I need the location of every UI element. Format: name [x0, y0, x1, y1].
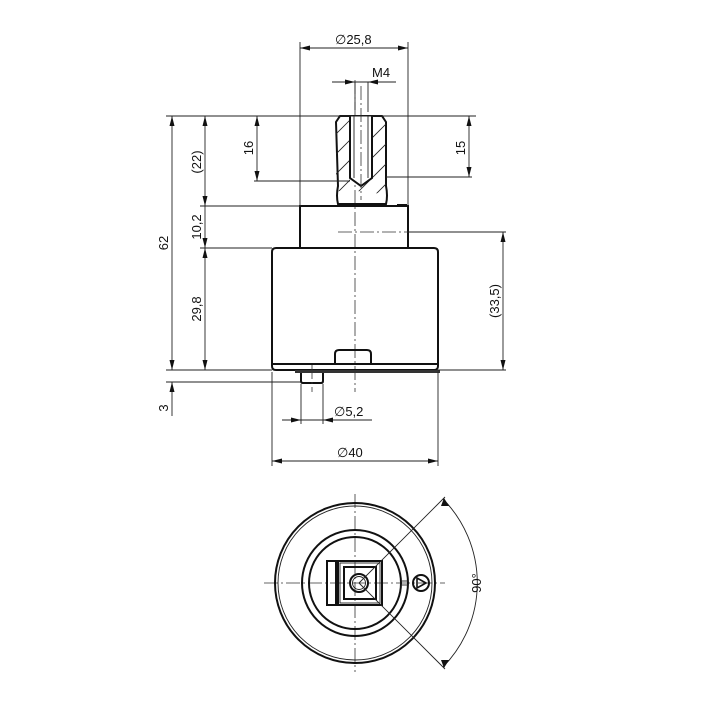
square-stem	[326, 560, 383, 606]
side-view: ∅25,8 M4 15 16 (22)	[156, 32, 506, 466]
upper-hub	[299, 204, 450, 249]
dim-height-15: 15	[453, 116, 472, 177]
svg-text:15: 15	[453, 141, 468, 155]
svg-text:16: 16	[241, 141, 256, 155]
direction-marker-icon	[412, 574, 430, 592]
dim-ref-33-5: (33,5)	[487, 232, 506, 370]
dim-height-29-8: 29,8	[189, 248, 208, 370]
dim-ref-22: (22)	[189, 116, 208, 206]
svg-text:10,2: 10,2	[189, 214, 204, 239]
svg-text:62: 62	[156, 236, 171, 250]
bottom-view: 90°	[264, 494, 484, 672]
svg-text:∅25,8: ∅25,8	[335, 32, 372, 47]
angle-label: 90°	[469, 573, 484, 593]
dim-diameter-25-8: ∅25,8	[300, 32, 408, 51]
dim-body-diameter: ∅40	[272, 445, 438, 464]
dim-thread-m4: M4	[332, 65, 396, 85]
stem	[334, 86, 388, 205]
dim-pin-diameter: ∅5,2	[282, 404, 372, 423]
dim-total-62: 62	[156, 116, 175, 370]
main-body	[271, 247, 440, 392]
dim-pin-3: 3	[156, 382, 175, 416]
svg-text:3: 3	[156, 404, 171, 411]
svg-text:29,8: 29,8	[189, 296, 204, 321]
dim-height-16: 16	[241, 116, 260, 181]
extension-lines	[166, 42, 506, 466]
dim-height-10-2: 10,2	[189, 206, 208, 248]
svg-text:(22): (22)	[189, 150, 204, 173]
svg-text:∅5,2: ∅5,2	[334, 404, 363, 419]
svg-text:∅40: ∅40	[337, 445, 363, 460]
svg-text:(33,5): (33,5)	[487, 284, 502, 318]
svg-text:M4: M4	[372, 65, 390, 80]
